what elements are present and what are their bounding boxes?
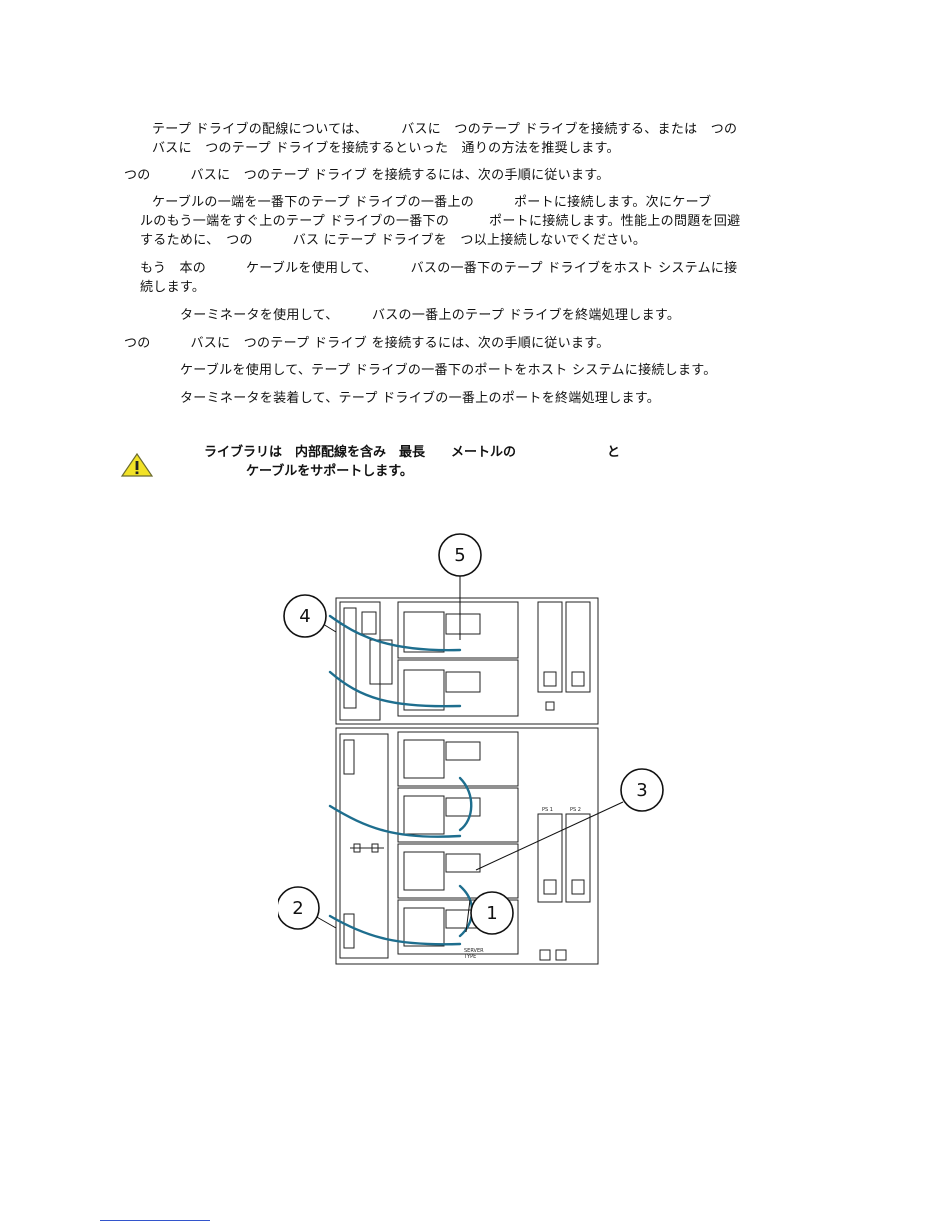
section2-heading: つの バスに つのテープ ドライブ を接続するには、次の手順に従います。	[124, 336, 610, 351]
callout-4: 4	[299, 606, 310, 627]
section2-step2: ターミネータを装着して、テープ ドライブの一番上のポートを終端処理します。	[180, 391, 661, 406]
psu-upper	[565, 601, 591, 693]
psu-lower	[537, 813, 563, 903]
section1-heading: つの バスに つのテープ ドライブ を接続するには、次の手順に従います。	[124, 168, 610, 183]
lower-drive-bay	[397, 787, 519, 843]
step1-line-1: ケーブルの一端を一番下のテープ ドライブの一番上の ポートに接続します。次にケー…	[152, 195, 712, 210]
callout-1: 1	[486, 903, 497, 924]
lower-drive-bay	[397, 843, 519, 899]
scsi-cable	[328, 914, 462, 946]
callout-5: 5	[454, 545, 465, 566]
lower-drive-bay	[397, 731, 519, 787]
psu-label-1: PS 1	[542, 807, 553, 813]
upper-module-chassis	[335, 597, 599, 725]
callout-3: 3	[636, 780, 647, 801]
psu-upper	[537, 601, 563, 693]
section2-step1: ケーブルを使用して、テープ ドライブの一番下のポートをホスト システムに接続しま…	[180, 363, 717, 378]
intro-line-1: テープ ドライブの配線については、 バスに つのテープ ドライブを接続する、また…	[152, 122, 738, 137]
scsi-cable	[328, 670, 462, 708]
scsi-cable	[458, 776, 473, 832]
lower-drive-bay	[397, 899, 519, 955]
lower-module-chassis	[335, 727, 599, 965]
upper-drive-bay	[397, 601, 519, 659]
intro-line-2: バスに つのテープ ドライブを接続するといった 通りの方法を推奨します。	[152, 141, 620, 156]
caution-line-1: ライブラリは 内部配線を含み 最長 メートルの と	[204, 445, 621, 460]
library-cabling-diagram: PS 1 PS 2 SERVER TYPE 5 4 3 2 1	[278, 533, 664, 965]
caution-line-2: ケーブルをサポートします。	[246, 464, 413, 479]
warning-triangle-icon	[120, 452, 154, 477]
scsi-cable	[328, 804, 462, 838]
rack-label-1: SERVER	[464, 948, 484, 954]
psu-lower	[565, 813, 591, 903]
rack-label-2: TYPE	[463, 954, 476, 960]
psu-label-2: PS 2	[570, 807, 581, 813]
step1-line-3: するために、 つの バス にテープ ドライブを つ以上接続しないでください。	[140, 233, 647, 248]
step2-line-1: もう 本の ケーブルを使用して、 バスの一番下のテープ ドライブをホスト システ…	[140, 261, 738, 276]
upper-drive-bay	[397, 659, 519, 717]
callout-2: 2	[292, 898, 303, 919]
step2-line-2: 続します。	[140, 280, 206, 295]
scsi-cable	[328, 614, 462, 652]
step1-line-2: ルのもう一端をすぐ上のテープ ドライブの一番下の ポートに接続します。性能上の問…	[140, 214, 741, 229]
step3: ターミネータを使用して、 バスの一番上のテープ ドライブを終端処理します。	[180, 308, 681, 323]
footnote-rule	[100, 1220, 210, 1221]
